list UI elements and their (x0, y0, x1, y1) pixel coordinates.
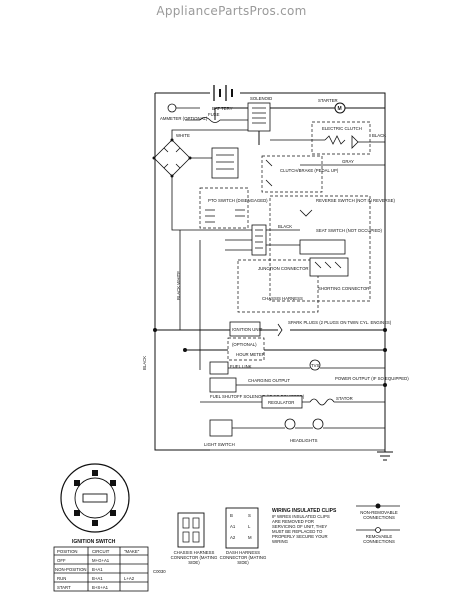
fuel-shutoff-icon (209, 377, 237, 393)
clips-title: WIRING INSULATED CLIPS (272, 508, 337, 514)
starter-icon: M (334, 102, 346, 114)
svg-text:M: M (248, 535, 252, 540)
shorting-connector-icon (309, 257, 349, 277)
black-vertical-label: BLACK (142, 356, 147, 370)
power-output-label: POWER OUTPUT (IF SO EQUIPPED) (335, 376, 409, 381)
spark-plugs-label: SPARK PLUGS (2 PLUGS ON TWIN CYL. ENGINE… (288, 320, 392, 325)
fuse-label: FUSE (208, 112, 220, 117)
clutch-coil-icon (324, 135, 359, 149)
junction-connector-icon (251, 224, 267, 256)
fuel-link-label: FUEL LINK (230, 364, 252, 369)
dash-connector-label: DASH HARNESS CONNECTOR (MATING SIDE) (219, 550, 267, 565)
stator-icon (309, 398, 335, 406)
chassis-harness-label: CHASSIS HARNESS (262, 296, 303, 301)
table-header-circuit: CIRCUIT (92, 549, 110, 554)
headlights-label: HEADLIGHTS (290, 438, 318, 443)
table-cell: L+A2 (124, 576, 135, 581)
white-wire-label: WHITE (176, 133, 190, 138)
fuel-shutoff-label: FUEL SHUTOFF SOLENOID (IF SO EQUIPPED) (210, 394, 305, 399)
svg-text:A2: A2 (230, 535, 236, 540)
black-white-label: BLACK WHITE (176, 271, 181, 300)
svg-text:S: S (248, 513, 251, 518)
ignition-table (53, 546, 149, 592)
ground-icon (377, 445, 393, 461)
light-switch-label: LIGHT SWITCH (204, 442, 235, 447)
table-header-position: POSITION (57, 549, 78, 554)
clutch-brake-box (261, 155, 323, 193)
svg-text:M: M (338, 106, 342, 112)
non-removable-label: NON-REMOVABLE CONNECTIONS (360, 510, 398, 520)
fuel-link-icon (209, 361, 229, 375)
pto-switch-box (199, 187, 249, 229)
part-code: C0030 (153, 569, 166, 574)
stator-label: STATOR (336, 396, 353, 401)
clips-note: IF WIRES INSULATED CLIPS ARE REMOVED FOR… (272, 514, 330, 544)
table-cell: RUN (57, 576, 66, 581)
chassis-connector-label: CHASSIS HARNESS CONNECTOR (MATING SIDE) (170, 550, 218, 565)
light-switch-icon (209, 419, 233, 437)
battery-icon (213, 85, 233, 101)
black-label-1: BLACK (372, 133, 386, 138)
hour-meter-box (227, 337, 265, 361)
seat-switch-label: SEAT SWITCH (NOT OCCUPIED) (316, 228, 382, 233)
electric-clutch-label: ELECTRIC CLUTCH (322, 126, 362, 131)
table-cell: B+A1 (92, 567, 103, 572)
ignition-unit-label: IGNITION UNIT (232, 327, 263, 332)
table-header-make: "MAKE" (124, 549, 140, 554)
pto-switch-label: PTO SWITCH (DISENGAGED) (208, 198, 268, 203)
starter-label: STARTER (318, 98, 338, 103)
clutch-brake-label: CLUTCH/BRAKE (PEDAL UP) (280, 168, 339, 173)
table-cell: NON-POSITION (55, 567, 87, 572)
chassis-connector-icon (177, 512, 205, 548)
spark-plug-icon (277, 323, 283, 337)
watermark: AppliancePartsPros.com (156, 4, 307, 18)
safety-switch-region (269, 195, 371, 302)
table-cell: START (57, 585, 71, 590)
ignition-switch-label: IGNITION SWITCH (72, 539, 116, 545)
removable-label: REMOVABLE CONNECTIONS (363, 534, 395, 544)
ammeter-label: AMMETER (OPTIONAL) (160, 116, 208, 121)
reverse-switch-label: REVERSE SWITCH (NOT IN REVERSE) (316, 198, 396, 203)
tvs-label: TVS (311, 363, 319, 368)
optional-label: (OPTIONAL) (232, 342, 257, 347)
brake-switch-icon (211, 147, 239, 179)
table-cell: OFF (57, 558, 66, 563)
table-cell: B+S+A1 (92, 585, 109, 590)
charging-output-label: CHARGING OUTPUT (248, 378, 290, 383)
main-bus-right (240, 92, 386, 445)
table-cell: B+A1 (92, 576, 103, 581)
main-bus-left (154, 93, 210, 451)
gray-label: GRAY (342, 159, 354, 164)
rectifier-icon (152, 138, 192, 178)
hour-meter-label: HOUR METER (236, 352, 265, 357)
regulator-label: REGULATOR (268, 400, 294, 405)
removable-legend-icon (356, 527, 400, 533)
svg-text:B: B (230, 513, 233, 518)
ignition-switch-icon (60, 463, 130, 533)
fuse-icon (199, 117, 221, 123)
non-removable-legend-icon (356, 503, 400, 509)
headlight-icon (284, 418, 324, 430)
ignition-unit-icon (229, 321, 261, 337)
dash-connector-icon: B S A1 L A2 M (225, 507, 259, 549)
table-cell: M+G+A1 (92, 558, 110, 563)
shorting-connector-label: SHORTING CONNECTOR (318, 286, 369, 291)
solenoid-wires (214, 107, 335, 145)
ammeter-icon (167, 103, 177, 113)
solenoid-label: SOLENOID (250, 96, 272, 101)
junction-connector-label: JUNCTION CONNECTOR (258, 266, 309, 271)
solenoid-icon (247, 102, 271, 132)
black-label-2: BLACK (278, 224, 292, 229)
tvs-icon (309, 359, 321, 371)
chassis-harness-box (237, 259, 319, 313)
svg-text:L: L (248, 524, 251, 529)
svg-text:A1: A1 (230, 524, 236, 529)
